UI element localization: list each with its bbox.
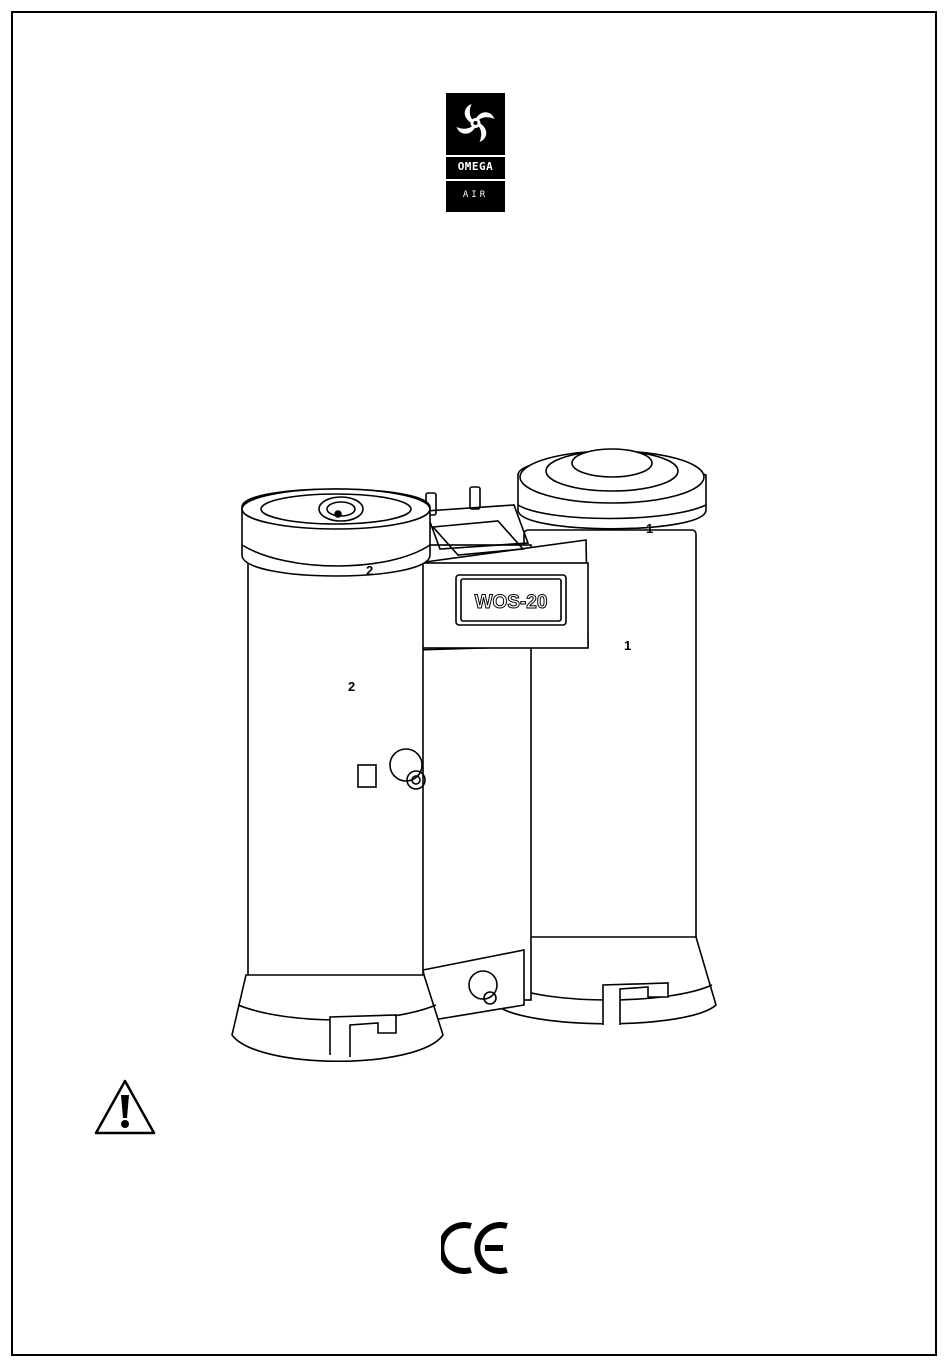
- logo-brand-text: OMEGA: [446, 160, 505, 173]
- logo-divider: [446, 155, 505, 157]
- ce-mark-icon: [441, 1222, 511, 1274]
- logo-sub-text: AIR: [446, 190, 505, 200]
- model-label: WOS-20: [475, 592, 548, 613]
- turbine-fan-icon: [446, 93, 505, 153]
- callout-label: 2: [366, 563, 373, 578]
- callout-label: 1: [646, 521, 653, 536]
- omega-air-logo: OMEGA AIR: [446, 93, 505, 212]
- warning-triangle-icon: [93, 1078, 157, 1136]
- callout-label: 1: [624, 638, 631, 653]
- callout-label: 2: [348, 679, 355, 694]
- product-illustration: WOS-20 1 1 2 2: [228, 445, 723, 1070]
- logo-divider: [446, 179, 505, 181]
